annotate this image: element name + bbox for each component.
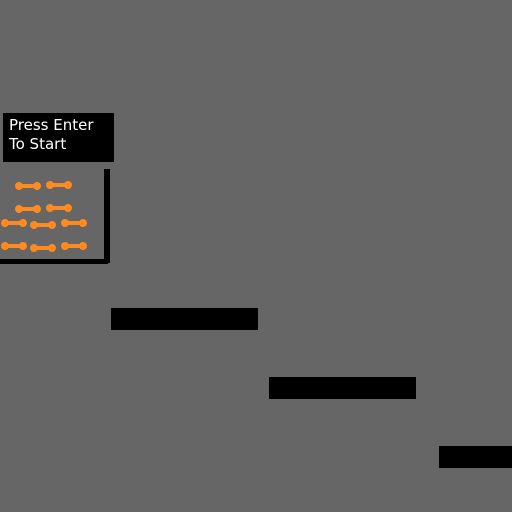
- bone-icon: [61, 218, 87, 228]
- bone-icon: [15, 181, 41, 191]
- bone-icon: [1, 218, 27, 228]
- bone-icon: [46, 203, 72, 213]
- bone-icon: [15, 204, 41, 214]
- bone-icon: [61, 241, 87, 251]
- platform: [269, 377, 416, 399]
- bone-icon: [30, 220, 56, 230]
- bone-icon: [1, 241, 27, 251]
- bone-icon: [30, 243, 56, 253]
- bin-floor: [0, 259, 108, 264]
- start-prompt: Press Enter To Start: [3, 113, 114, 162]
- bone-icon: [46, 180, 72, 190]
- platform: [111, 308, 258, 330]
- platform: [439, 446, 512, 468]
- bin-wall: [104, 169, 110, 263]
